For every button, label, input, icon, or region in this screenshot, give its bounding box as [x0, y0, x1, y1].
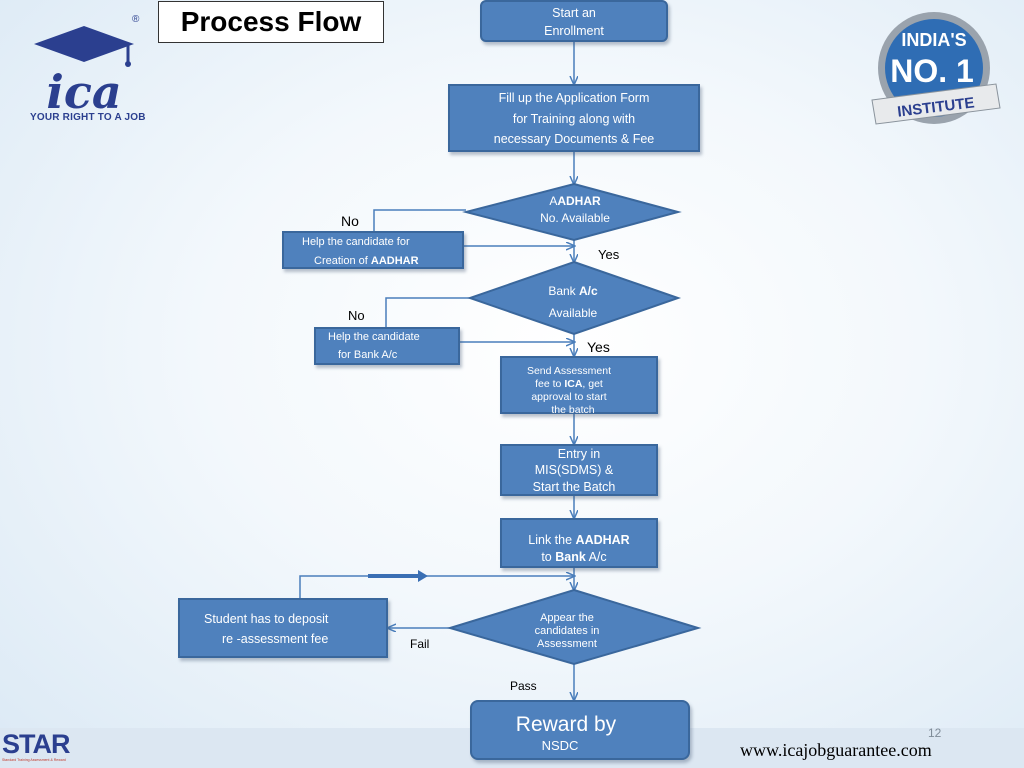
help-bank-line1: Help the candidate [328, 331, 420, 343]
page-title: Process Flow [158, 1, 384, 43]
logo-brand: ica [46, 65, 121, 114]
send-fee-line2-bold: ICA [564, 378, 583, 391]
link-aadhar-box: Link the AADHAR to Bank A/c [500, 518, 658, 568]
aadhar-no-label: No [341, 213, 359, 229]
help-aadhar-line2-pre: Creation of [314, 254, 371, 267]
help-bank-box: Help the candidate for Bank A/c [314, 327, 460, 365]
start-line-1: Start an [552, 6, 596, 20]
entry-line2: MIS(SDMS) & [534, 463, 614, 478]
appear-decision-text: Appear the candidates in Assessment [492, 612, 642, 652]
appear-line1: Appear the [540, 612, 594, 624]
appear-line2: candidates in [534, 625, 600, 638]
star-logo-text: STAR [2, 729, 71, 759]
arrow-aadhar-no [373, 209, 466, 231]
star-logo: STAR Standard Training Assessment & Rewa… [2, 730, 74, 766]
aadhar-diamond [462, 182, 682, 242]
reward-line2: NSDC [541, 738, 579, 754]
help-bank-line2: for Bank A/c [338, 348, 398, 361]
bank-pre: Bank [548, 284, 579, 298]
reward-box: Reward by NSDC [470, 700, 690, 760]
reassessment-box: Student has to deposit re -assessment fe… [178, 598, 388, 658]
send-fee-line1: Send Assessment [526, 365, 612, 377]
application-form-box: Fill up the Application Form for Trainin… [448, 84, 700, 152]
aadhar-a: A [549, 194, 558, 208]
ica-logo: ica ® YOUR RIGHT TO A JOB [24, 14, 145, 126]
start-line-2: Enrollment [544, 24, 604, 39]
aadhar-line2: No. Available [540, 211, 610, 226]
entry-mis-box: Entry in MIS(SDMS) & Start the Batch [500, 444, 658, 496]
star-logo-sub: Standard Training Assessment & Reward [2, 758, 66, 762]
send-fee-box: Send Assessment fee to ICA, get approval… [500, 356, 658, 417]
page-number: 12 [928, 726, 942, 740]
entry-line1: Entry in [557, 447, 601, 461]
reassess-line2: re -assessment fee [222, 632, 329, 646]
logo-registered: ® [132, 14, 140, 25]
no1-institute-badge: INDIA'S NO. 1 INSTITUTE [866, 8, 1002, 134]
badge-emblem: INDIA'S NO. 1 INSTITUTE [871, 12, 1001, 125]
form-line-2: for Training along with [512, 111, 636, 126]
send-fee-line3: approval to start [531, 391, 607, 404]
form-line-3: necessary Documents & Fee [493, 132, 655, 147]
fail-label: Fail [410, 637, 430, 651]
bank-decision-text: Bank A/c Available [498, 280, 648, 324]
help-aadhar-line2-bold: AADHAR [370, 254, 419, 267]
start-enrollment-box: Start an Enrollment [480, 0, 668, 42]
link-bold2: Bank [555, 549, 586, 564]
arrow-reassess-loop [299, 576, 574, 598]
pass-label: Pass [510, 679, 537, 693]
bank-diamond [466, 260, 682, 336]
bank-bold: A/c [579, 284, 598, 298]
logo-tagline: YOUR RIGHT TO A JOB [30, 112, 146, 123]
bank-yes-label: Yes [587, 339, 610, 355]
aadhar-decision-text: AADHAR No. Available [500, 193, 650, 228]
send-fee-line2-pre: fee to [535, 378, 565, 391]
link-bold1: AADHAR [575, 533, 630, 547]
form-line-1: Fill up the Application Form [498, 91, 650, 105]
help-aadhar-box: Help the candidate for Creation of AADHA… [282, 231, 464, 269]
appear-diamond [446, 588, 702, 666]
badge-line2: NO. 1 [890, 53, 974, 89]
link-to: to [541, 549, 556, 564]
aadhar-b: ADHAR [557, 194, 601, 208]
reassess-line1: Student has to deposit [204, 612, 329, 626]
badge-line1: INDIA'S [901, 30, 966, 50]
footer-url[interactable]: www.icajobguarantee.com [740, 740, 932, 760]
help-aadhar-line1: Help the candidate for [302, 236, 410, 248]
send-fee-line2-post: , get [582, 378, 603, 391]
arrow-bank-no [385, 297, 470, 327]
link-post: A/c [585, 549, 607, 564]
send-fee-line4: the batch [551, 404, 595, 417]
reward-line1: Reward by [515, 713, 617, 736]
graduation-cap-icon: ica [34, 26, 134, 119]
bank-no-label: No [348, 308, 365, 323]
link-pre: Link the [528, 533, 576, 547]
loop-highlight-arrow [368, 570, 428, 582]
aadhar-yes-label: Yes [598, 247, 620, 262]
appear-line3: Assessment [537, 638, 597, 651]
bank-line2: Available [548, 306, 598, 321]
entry-line3: Start the Batch [532, 479, 616, 494]
